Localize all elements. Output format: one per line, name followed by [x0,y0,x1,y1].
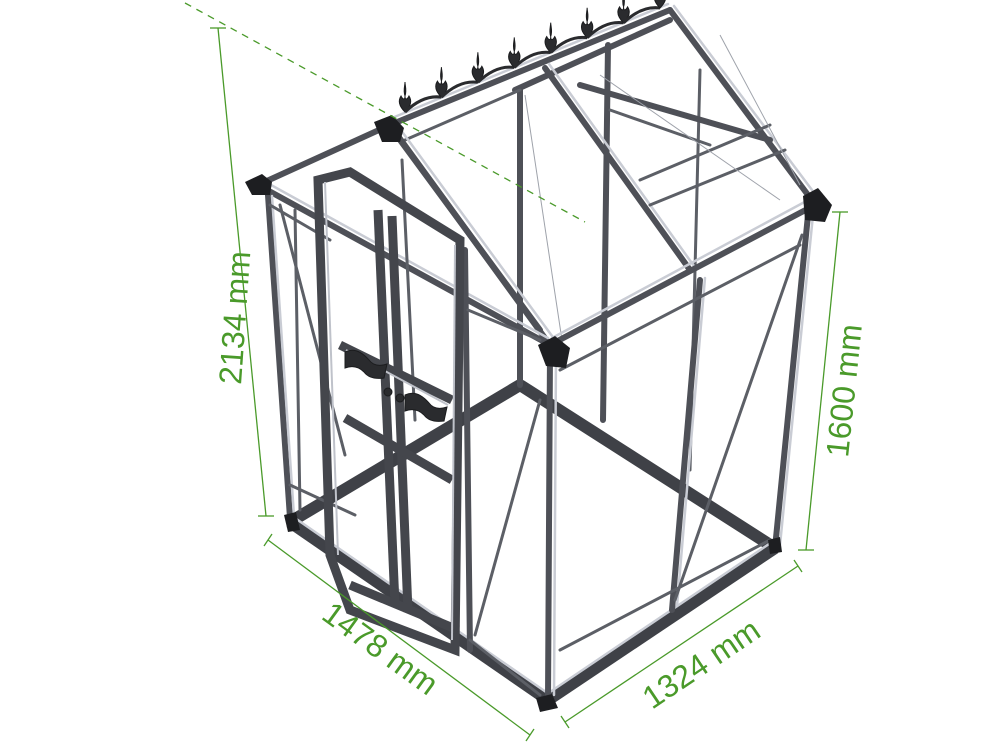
cresting-scroll [622,6,661,24]
left-eave [255,178,553,348]
ridge-cresting [398,0,666,114]
cresting-finial [435,67,448,98]
corner-blocks [245,115,832,712]
cresting-scroll [513,50,551,69]
dimensions: 2134 mm 1600 mm 1478 mm 1324 mm [184,2,869,742]
cresting-scroll [403,95,442,114]
cresting-scroll [549,35,588,54]
roof-front [255,120,557,348]
cresting-finial [654,0,666,9]
cresting-finial [581,7,594,39]
roof-right [542,34,818,348]
right-wall [558,212,815,652]
front-corner-post [462,247,558,703]
cresting-finial [508,37,521,69]
height-total-label: 2134 mm [212,250,257,386]
door [313,167,465,657]
cresting-scroll [476,65,515,84]
cresting-scroll [586,21,624,39]
door-ornament [344,349,448,422]
left-wall [265,158,417,521]
cresting-scroll [440,80,479,99]
greenhouse-frame [245,0,832,712]
cresting-finial [398,81,412,113]
cresting-finial [617,0,630,24]
